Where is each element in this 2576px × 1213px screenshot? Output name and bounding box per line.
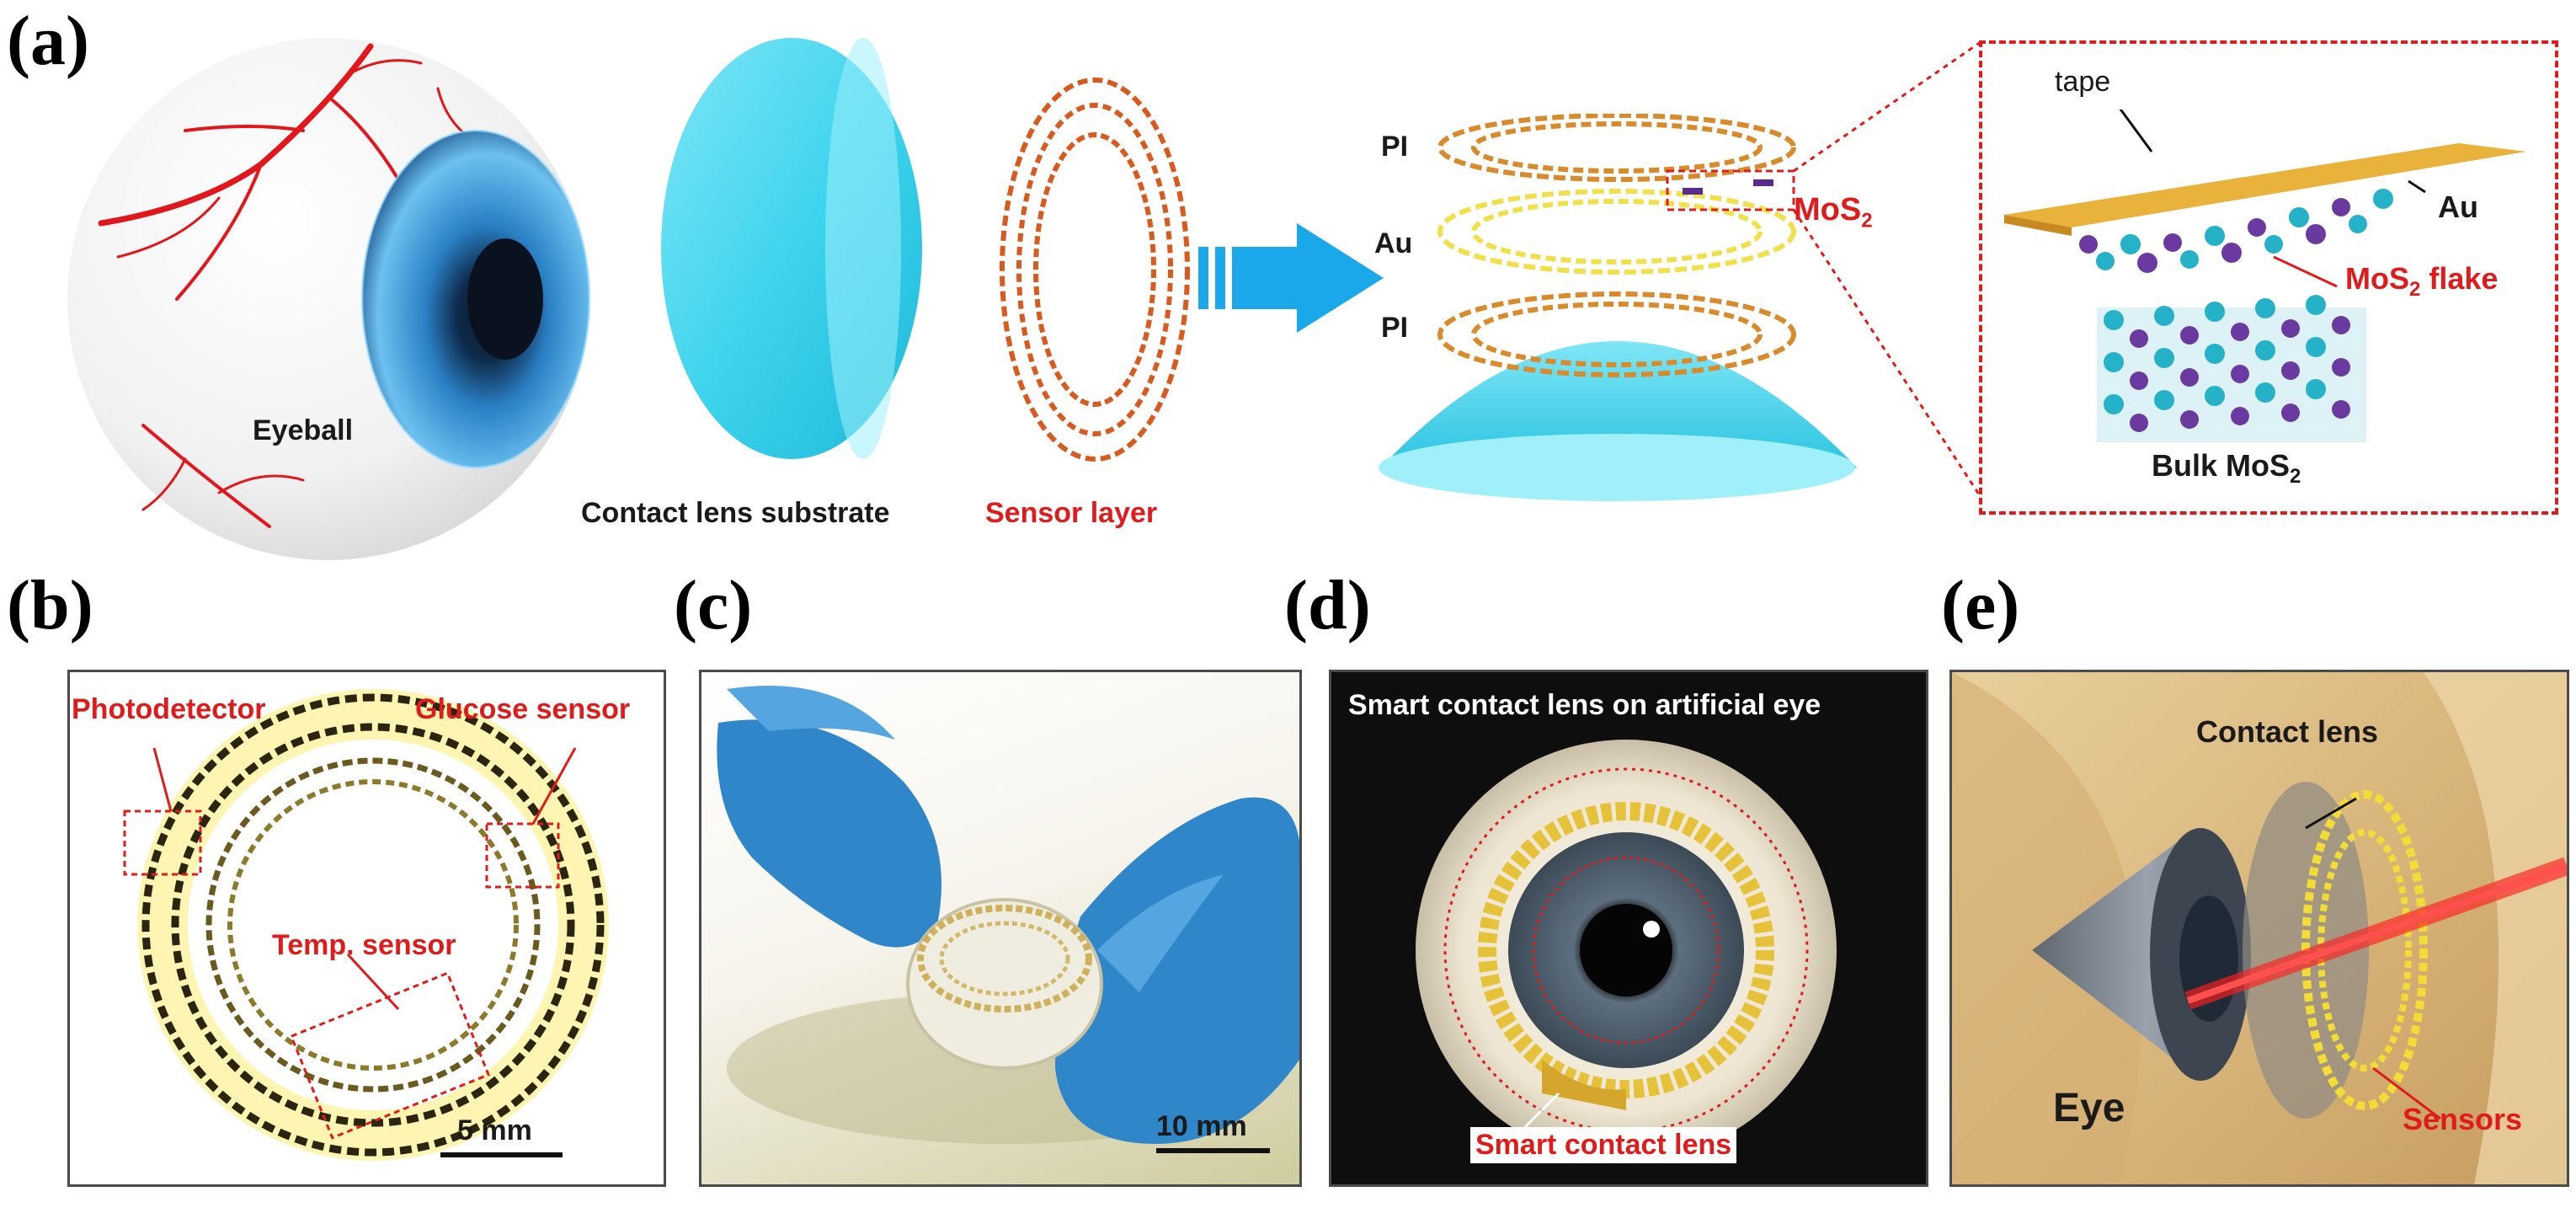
panel-b-figure: Photodetector Glucose sensor Temp. senso… xyxy=(67,670,666,1187)
contact-lens-substrate-label: Contact lens substrate xyxy=(581,497,890,529)
contact-lens-label: Contact lens xyxy=(2196,714,2379,749)
eye-label: Eye xyxy=(2053,1086,2125,1130)
eyeball-label: Eyeball xyxy=(253,414,354,446)
panel-d-photo: Smart contact lens on artificial eye Sma… xyxy=(1329,670,1928,1187)
bulk-mos2-label: Bulk MoS2 xyxy=(2152,448,2301,489)
scale-bar-b-label: 5 mm xyxy=(457,1114,532,1146)
mos2-layer-label: MoS2 xyxy=(1794,192,1873,232)
sensors-label: Sensors xyxy=(2403,1102,2523,1136)
smart-contact-lens-caption: Smart contact lens xyxy=(1470,1127,1737,1163)
panel-c-label: (c) xyxy=(674,566,753,644)
artificial-eye-photo xyxy=(1416,740,1837,1161)
scale-bar-c-label: 10 mm xyxy=(1156,1110,1247,1142)
panel-b-label: (b) xyxy=(7,566,93,644)
panel-a-label: (a) xyxy=(7,2,89,80)
mos2-crystal-illustration xyxy=(2004,110,2526,442)
eye-with-lens-illustration xyxy=(1952,672,2567,1184)
sensor-layer-illustration xyxy=(1000,77,1190,462)
panel-c-photo: 10 mm xyxy=(699,670,1302,1187)
photodetector-label: Photodetector xyxy=(72,693,266,725)
layer-stack-illustration xyxy=(1379,114,1857,501)
gloved-hand-photo xyxy=(717,686,1299,1153)
zoom-guide-lines xyxy=(1792,40,1982,498)
layer-label-pi-top: PI xyxy=(1381,131,1409,163)
mos2-inset-panel xyxy=(1979,40,2558,515)
panel-d-label: (d) xyxy=(1284,566,1371,644)
mos2-flake-label: MoS2 flake xyxy=(2345,261,2499,302)
sensor-circuit-illustration xyxy=(123,689,609,1161)
tape-label: tape xyxy=(2055,66,2111,98)
sensor-layer-label: Sensor layer xyxy=(985,497,1158,529)
panel-e-illustration: Contact lens Eye Sensors xyxy=(1949,670,2569,1187)
temp-sensor-label: Temp. sensor xyxy=(272,929,456,961)
eyeball-illustration xyxy=(67,38,591,560)
layer-label-pi-bottom: PI xyxy=(1381,312,1409,344)
contact-lens-substrate-illustration xyxy=(661,38,922,459)
layer-label-au: Au xyxy=(1374,227,1413,259)
au-inset-label: Au xyxy=(2438,190,2478,224)
panel-e-label: (e) xyxy=(1941,566,2020,644)
artificial-eye-title: Smart contact lens on artificial eye xyxy=(1348,689,1821,721)
glucose-sensor-label: Glucose sensor xyxy=(415,693,631,725)
arrow-icon xyxy=(1198,223,1384,333)
